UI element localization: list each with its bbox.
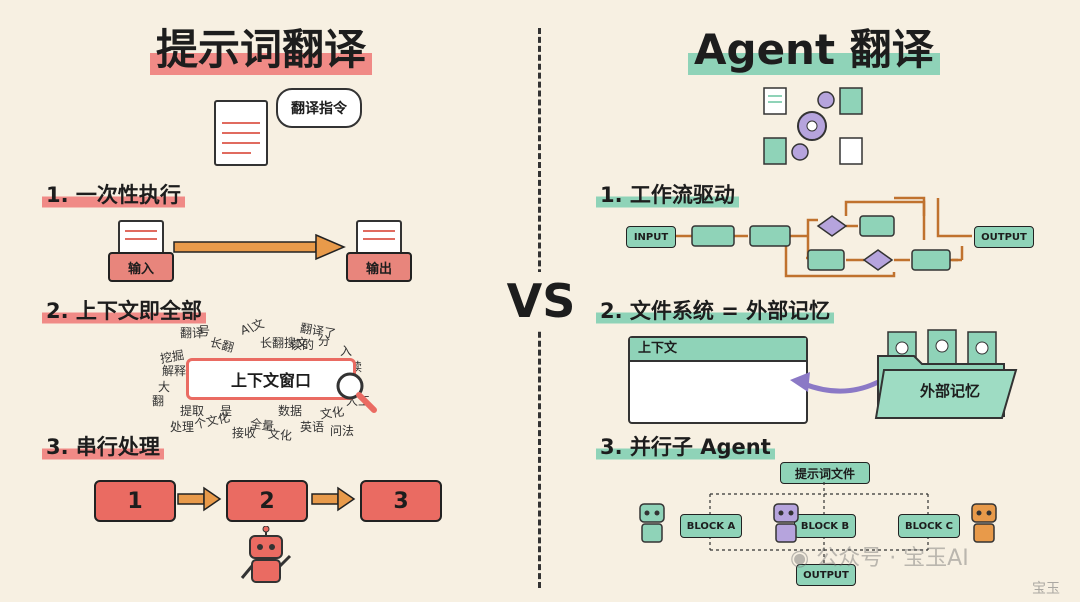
- right-title: Agent 翻译: [688, 20, 940, 80]
- flow-arrow: [173, 233, 346, 261]
- block-b-node: BLOCK B: [794, 514, 856, 538]
- corner-watermark: 宝玉: [1032, 581, 1060, 597]
- external-memory-label: 外部记忆: [919, 382, 980, 400]
- left-section-1-title: 1. 一次性执行: [42, 180, 185, 210]
- right-section-2-title: 2. 文件系统 = 外部记忆: [596, 296, 835, 326]
- vs-label: VS: [505, 272, 577, 330]
- step-box-2: 2: [226, 480, 308, 522]
- wechat-icon: ◉: [790, 546, 817, 571]
- context-window-box: 上下文窗口: [186, 358, 356, 400]
- scatter-word: 数据: [278, 404, 303, 418]
- scatter-word: 读的: [290, 338, 315, 352]
- workflow-output-node: OUTPUT: [974, 226, 1034, 248]
- right-section-1-title: 1. 工作流驱动: [596, 180, 739, 210]
- step-arrow: [311, 486, 356, 512]
- robot-icon: [240, 526, 292, 583]
- watermark: ◉ 公众号 · 宝玉AI: [790, 540, 1050, 572]
- scatter-word: 解释: [162, 364, 187, 378]
- scatter-word: 是: [220, 404, 233, 418]
- step-box-1: 1: [94, 480, 176, 522]
- scatter-word: 长翻: [208, 335, 236, 355]
- workflow-input-node: INPUT: [626, 226, 676, 248]
- document-icon: [214, 100, 268, 166]
- memory-arrow: [790, 372, 884, 394]
- scatter-word: 提取: [180, 404, 205, 418]
- robot-green-icon: [639, 503, 665, 543]
- robot-purple-icon: [773, 503, 799, 543]
- context-panel-header: 上下文: [630, 338, 806, 362]
- scatter-word: 长翻搜文: [260, 336, 309, 350]
- output-label: 输出: [346, 252, 412, 282]
- scatter-word: 分: [318, 334, 331, 348]
- scatter-word: 入: [340, 344, 353, 358]
- robot-orange-icon: [971, 503, 997, 543]
- scatter-word: 大: [158, 380, 171, 394]
- block-a-node: BLOCK A: [680, 514, 742, 538]
- step-box-3: 3: [360, 480, 442, 522]
- speech-bubble: 翻译指令: [276, 88, 362, 128]
- scattered-text-cloud: 翻译 A\文 翻译了 挖掘 入 大 个文化 全量 英语 长翻 提取 长翻搜文 人…: [150, 316, 370, 443]
- scatter-word: 问法: [330, 424, 355, 438]
- block-c-node: BLOCK C: [898, 514, 960, 538]
- parallel-output-node: OUTPUT: [796, 564, 856, 586]
- workflow-diagram: [674, 196, 972, 278]
- context-panel: 上下文: [628, 336, 808, 424]
- right-section-3-title: 3. 并行子 Agent: [596, 432, 775, 462]
- scatter-word: 号: [198, 324, 211, 338]
- left-section-3-title: 3. 串行处理: [42, 432, 164, 462]
- scatter-word: 接收: [232, 426, 257, 440]
- parallel-connectors: [709, 482, 929, 564]
- left-title: 提示词翻译: [150, 20, 373, 80]
- scatter-word: 英语: [300, 420, 325, 434]
- magnifier-icon: [336, 372, 377, 413]
- scatter-word: 翻译: [180, 326, 205, 340]
- step-arrow: [177, 486, 222, 512]
- scatter-word: 翻: [152, 394, 165, 408]
- workflow-gears-icon: [763, 87, 863, 165]
- external-memory-folder-icon: [874, 329, 1018, 419]
- left-section-2-title: 2. 上下文即全部: [42, 296, 206, 326]
- watermark-text: 公众号 · 宝玉AI: [816, 546, 969, 571]
- prompt-file-node: 提示词文件: [780, 462, 870, 484]
- scatter-word: 文化: [267, 426, 293, 444]
- input-label: 输入: [108, 252, 174, 282]
- scatter-word: 处理: [170, 420, 195, 434]
